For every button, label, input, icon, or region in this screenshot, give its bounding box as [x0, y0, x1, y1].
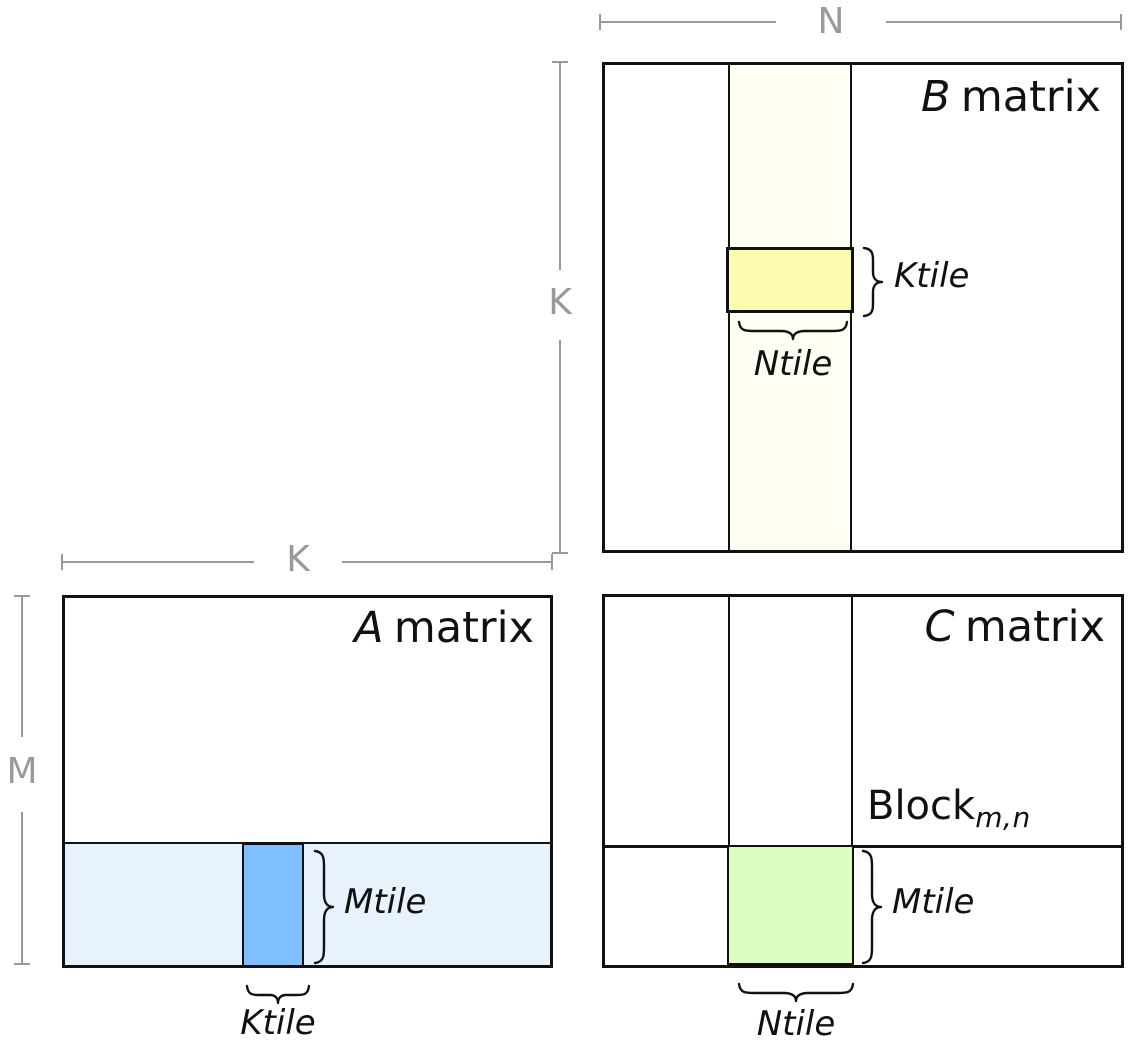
- n-dim-right-tick: [1120, 14, 1122, 30]
- c-matrix-column-line-left: [728, 597, 730, 965]
- a-mtile-label: Mtile: [344, 882, 427, 922]
- a-matrix-word: matrix: [393, 603, 534, 653]
- b-ktile-label: Ktile: [894, 256, 970, 296]
- b-ntile-brace-icon: [737, 320, 849, 341]
- a-mtile-brace-icon: [313, 849, 335, 965]
- c-matrix-letter: C: [924, 602, 955, 652]
- a-matrix-mtile-ktile-tile: [242, 843, 304, 965]
- c-matrix-column-line-right: [851, 597, 853, 965]
- k-dim-a-right-tick: [551, 554, 553, 570]
- a-ktile-brace-icon: [245, 984, 311, 1005]
- m-dim-line-bottom: [21, 812, 23, 965]
- m-dim-line-top: [21, 596, 23, 737]
- b-ktile-brace-icon: [862, 246, 884, 318]
- n-dim-label: N: [817, 1, 845, 42]
- c-matrix-row-line: [605, 845, 1121, 848]
- c-block-text: Block: [867, 783, 976, 829]
- c-matrix-block-tile: [727, 845, 854, 965]
- a-ktile-label: Ktile: [240, 1003, 316, 1043]
- a-matrix-row-strip: [65, 842, 550, 965]
- c-ntile-label: Ntile: [756, 1004, 836, 1044]
- c-ntile-brace-icon: [737, 982, 855, 1003]
- m-dim-label: M: [6, 751, 38, 792]
- k-dim-a-line-right: [342, 561, 552, 563]
- c-mtile-brace-icon: [861, 849, 883, 965]
- c-block-label: Blockm,n: [867, 783, 1031, 834]
- k-dim-b-line-top: [559, 62, 561, 270]
- n-dim-line-right: [886, 21, 1121, 23]
- k-dim-a-label: K: [286, 539, 310, 580]
- n-dim-line-left: [600, 21, 776, 23]
- k-dim-b-label: K: [548, 282, 572, 323]
- c-matrix-word: matrix: [964, 602, 1105, 652]
- b-matrix-letter: B: [921, 72, 951, 122]
- k-dim-b-bottom-tick: [552, 552, 568, 554]
- c-mtile-label: Mtile: [892, 882, 975, 922]
- k-dim-a-line-left: [62, 561, 254, 563]
- k-dim-b-line-bottom: [559, 340, 561, 553]
- a-matrix-letter: A: [354, 603, 384, 653]
- c-block-subscript: m,n: [975, 800, 1031, 834]
- b-matrix-ktile-ntile-tile: [726, 247, 854, 313]
- b-matrix-word: matrix: [960, 72, 1101, 122]
- b-ntile-label: Ntile: [753, 344, 833, 384]
- m-dim-bottom-tick: [14, 963, 30, 965]
